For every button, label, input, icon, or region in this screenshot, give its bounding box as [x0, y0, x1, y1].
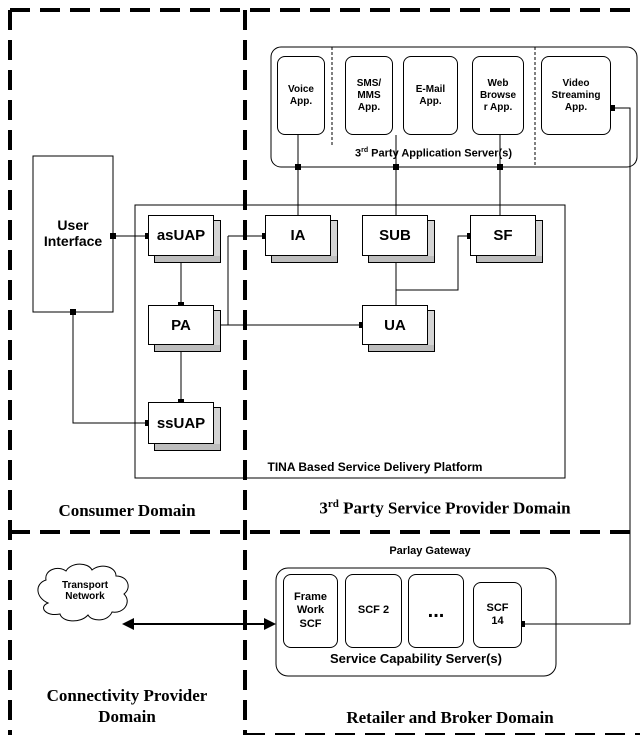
asuap-label: asUAP — [156, 227, 206, 244]
user-interface-label: User Interface — [43, 217, 103, 249]
transport-arrow — [122, 618, 276, 630]
scf2-box: SCF 2 — [345, 574, 402, 648]
ua-label: UA — [384, 316, 406, 334]
ssuap-component: ssUAP — [148, 402, 221, 451]
voice-app-box: Voice App. — [277, 56, 325, 135]
sub-label: SUB — [379, 227, 411, 244]
connections — [72, 107, 631, 625]
email-app-label: E-Mail App. — [415, 83, 446, 107]
app-server-container — [270, 46, 638, 168]
consumer-domain-label: Consumer Domain — [58, 501, 196, 520]
domain-boundaries — [8, 8, 640, 735]
email-app-box: E-Mail App. — [403, 56, 458, 135]
platform-label: TINA Based Service Delivery Platform — [267, 460, 483, 474]
scf-dots-box: ... — [408, 574, 464, 648]
ia-component: IA — [265, 215, 338, 263]
scs-container — [275, 567, 557, 677]
platform-container — [134, 204, 566, 479]
scf2-label: SCF 2 — [357, 604, 390, 617]
sub-component: SUB — [362, 215, 435, 263]
app-server-label: 3rd Party Application Server(s) — [355, 147, 512, 160]
parlay-gateway-label: Parlay Gateway — [389, 545, 471, 557]
third-party-domain-label: 3rd Party Service Provider Domain — [319, 498, 571, 518]
web-app-label: Web Browse r App. — [479, 77, 517, 113]
asuap-component: asUAP — [148, 215, 221, 263]
scs-label: Service Capability Server(s) — [330, 651, 502, 666]
connector-dots — [70, 105, 615, 627]
scf14-box: SCF 14 — [473, 582, 522, 648]
transport-network-label: Transport Network — [61, 580, 109, 603]
retailer-domain-label: Retailer and Broker Domain — [346, 708, 554, 727]
ia-label: IA — [290, 227, 306, 244]
voice-app-label: Voice App. — [288, 83, 314, 107]
sms-app-label: SMS/ MMS App. — [356, 77, 382, 113]
cloud-shape — [37, 563, 129, 622]
pa-label: PA — [171, 316, 191, 334]
sf-component: SF — [470, 215, 543, 263]
sms-app-box: SMS/ MMS App. — [345, 56, 393, 135]
framework-scf-box: Frame Work SCF — [283, 574, 338, 648]
ssuap-label: ssUAP — [156, 414, 206, 432]
web-app-box: Web Browse r App. — [472, 56, 524, 135]
connectivity-domain-label: Connectivity Provider Domain — [46, 686, 208, 727]
scf14-label: SCF 14 — [486, 601, 509, 627]
video-app-box: Video Streaming App. — [541, 56, 611, 135]
scf-dots-label: ... — [427, 600, 445, 622]
sf-label: SF — [493, 227, 513, 244]
video-app-label: Video Streaming App. — [551, 77, 601, 113]
framework-scf-label: Frame Work SCF — [293, 591, 328, 630]
ua-component: UA — [362, 305, 435, 352]
pa-component: PA — [148, 305, 221, 352]
